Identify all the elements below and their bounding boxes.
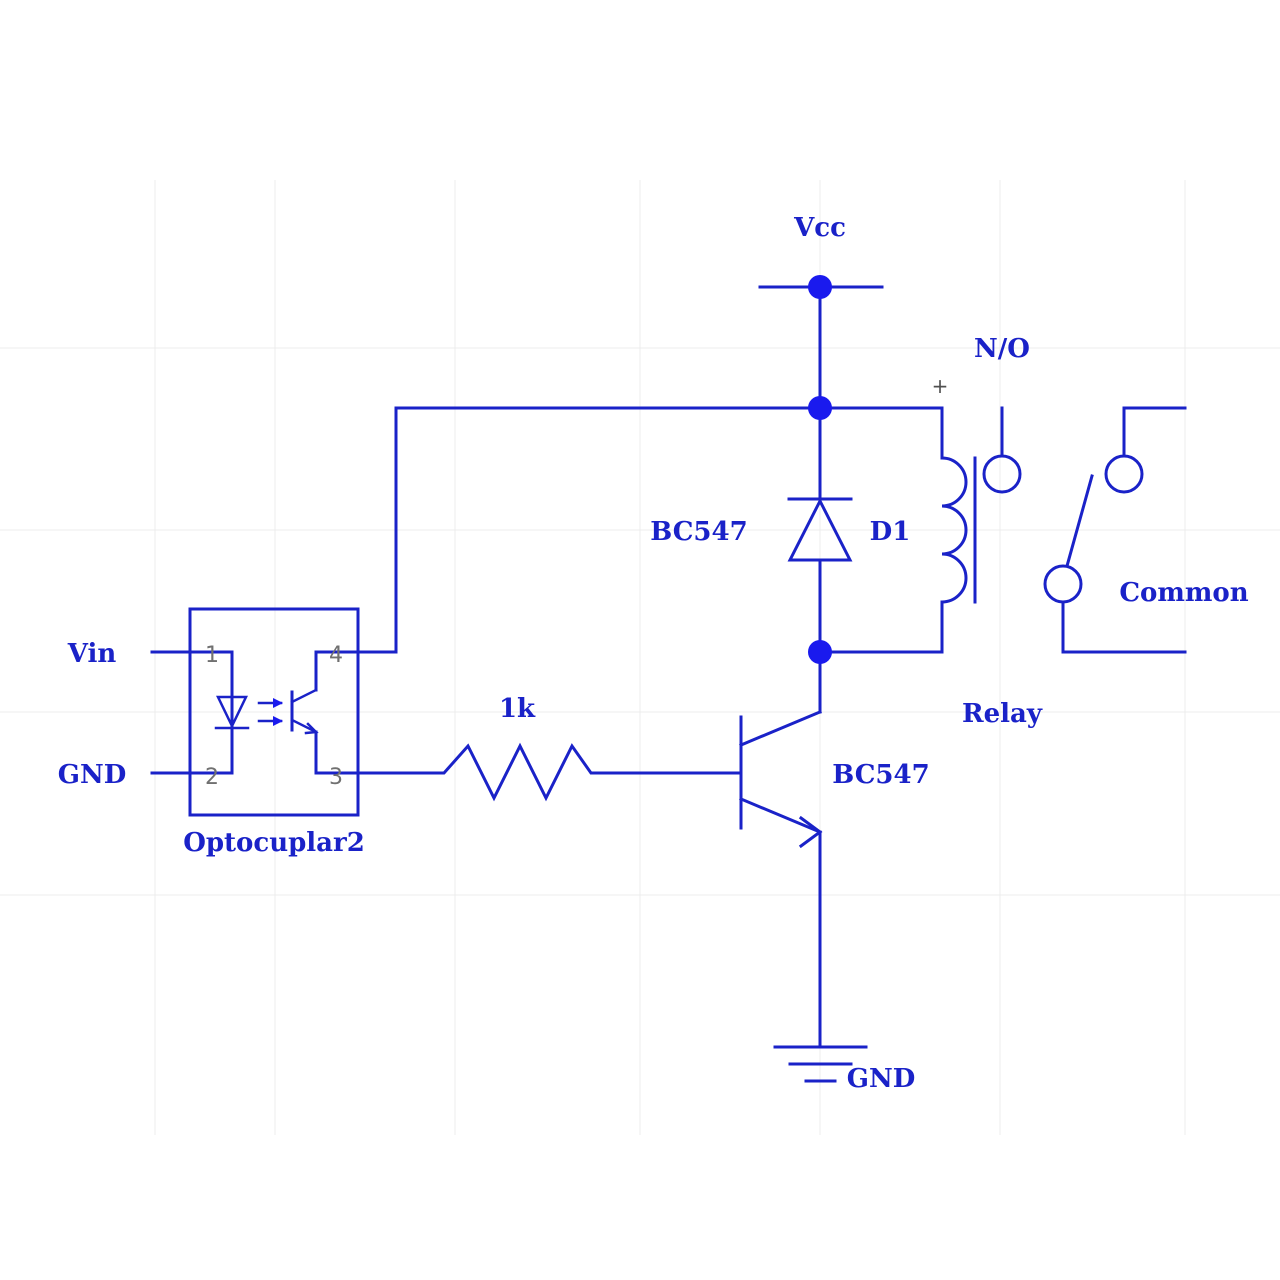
diode-d1 [787, 406, 853, 714]
supply-node [808, 396, 832, 420]
resistor-1k [314, 742, 743, 802]
coil-plus-label: + [932, 374, 949, 398]
common-contact-label: Common [1119, 578, 1248, 608]
no-contact-label: N/O [974, 334, 1030, 364]
vcc-label: Vcc [793, 213, 846, 243]
relay-label: Relay [962, 699, 1043, 729]
pin-3-label: 3 [329, 765, 343, 790]
background-grid [0, 180, 1280, 1135]
relay-contacts [982, 406, 1187, 654]
pin-4-label: 4 [329, 643, 343, 668]
diode-part-label: BC547 [650, 517, 747, 547]
supply-wire [314, 406, 944, 654]
resistor-value-label: 1k [499, 694, 536, 724]
pin-2-label: 2 [205, 765, 219, 790]
optocoupler-label: Optocuplar2 [183, 828, 365, 858]
optocoupler [150, 607, 360, 817]
ground-symbol [773, 1045, 868, 1083]
gnd-output-label: GND [847, 1064, 916, 1094]
diode-ref-label: D1 [870, 517, 911, 547]
npn-transistor [739, 710, 823, 1049]
collector-node [808, 640, 832, 664]
gnd-input-label: GND [58, 760, 127, 790]
relay-coil [818, 456, 977, 654]
vin-label: Vin [67, 639, 117, 669]
transistor-part-label: BC547 [832, 760, 929, 790]
pin-1-label: 1 [205, 643, 219, 668]
vcc-node [808, 275, 832, 299]
